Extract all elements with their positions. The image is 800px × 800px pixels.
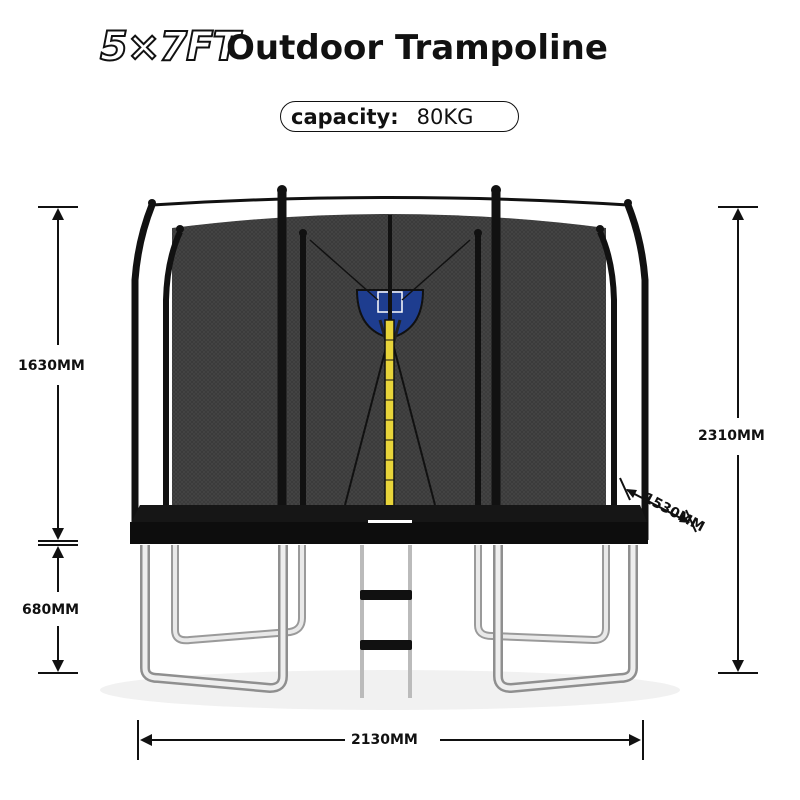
ladder	[360, 545, 412, 698]
ground-shadow	[100, 670, 680, 710]
frame-pad	[130, 522, 648, 544]
pole-back-left-inner	[163, 230, 183, 540]
width-label: 2130MM	[351, 732, 418, 748]
dimension-lines	[38, 206, 758, 760]
front-left-leg	[140, 545, 288, 694]
total-height-label: 2310MM	[698, 428, 765, 444]
front-right-leg	[493, 545, 638, 694]
trampoline-size-label: 5×7FT	[99, 23, 241, 71]
enclosure-height-label: 1630MM	[18, 358, 85, 374]
capacity-label: capacity:	[291, 104, 399, 129]
hoop-pole	[384, 319, 395, 511]
capacity-value: 80KG	[416, 104, 474, 129]
pole-back-left-outer	[131, 203, 156, 540]
product-title: Outdoor Trampoline	[226, 28, 608, 68]
pole-back-right-outer	[624, 203, 649, 540]
capacity-badge: capacity: 80KG	[280, 101, 519, 132]
net-top-rope	[151, 196, 629, 207]
jumping-mat	[130, 505, 648, 525]
leg-height-label: 680MM	[22, 602, 80, 618]
pole-back-right-inner	[597, 230, 617, 540]
